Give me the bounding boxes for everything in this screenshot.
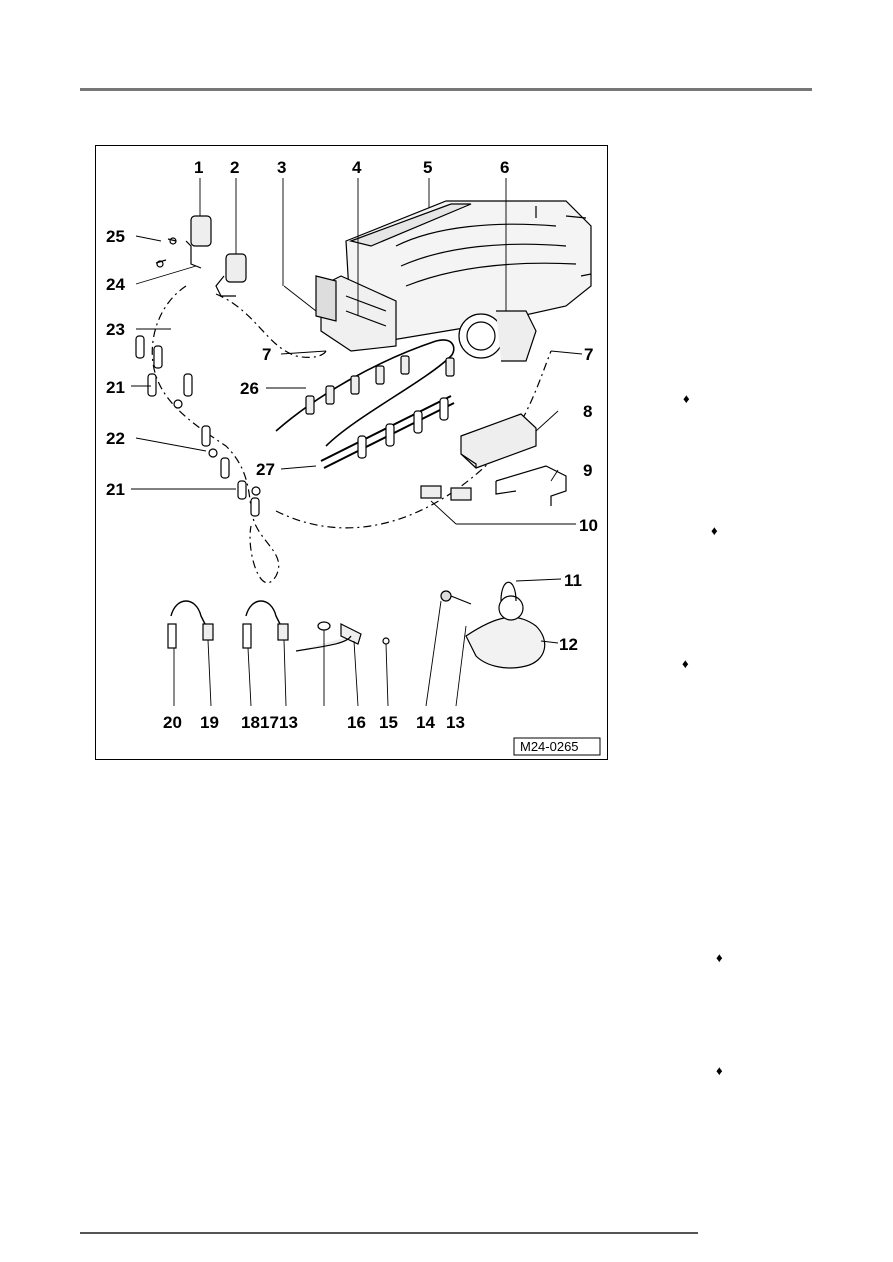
callout-13a: 13 bbox=[279, 713, 298, 732]
callout-21a: 21 bbox=[106, 378, 125, 397]
callout-22: 22 bbox=[106, 429, 125, 448]
callout-17: 17 bbox=[260, 713, 279, 732]
callout-8: 8 bbox=[583, 402, 592, 421]
callout-5: 5 bbox=[423, 158, 432, 177]
callout-25: 25 bbox=[106, 227, 125, 246]
callout-2: 2 bbox=[230, 158, 239, 177]
diagram-parts bbox=[135, 200, 592, 669]
callout-1: 1 bbox=[194, 158, 203, 177]
callout-12: 12 bbox=[559, 635, 578, 654]
callout-18: 18 bbox=[241, 713, 260, 732]
callout-21b: 21 bbox=[106, 480, 125, 499]
callout-10: 10 bbox=[579, 516, 598, 535]
reference-code-box bbox=[513, 737, 601, 756]
bullet-marker: ♦ bbox=[711, 523, 718, 538]
callout-14: 14 bbox=[416, 713, 435, 732]
callout-9: 9 bbox=[583, 461, 592, 480]
bullet-marker: ♦ bbox=[716, 1063, 723, 1078]
footer-rule bbox=[80, 1232, 698, 1234]
callout-11: 11 bbox=[564, 571, 582, 590]
callout-15: 15 bbox=[379, 713, 398, 732]
exploded-diagram: 1 2 3 4 5 6 7 7 8 9 10 11 12 13 13 14 15… bbox=[95, 145, 608, 760]
callout-7b: 7 bbox=[584, 345, 593, 364]
callout-26: 26 bbox=[240, 379, 259, 398]
callout-24: 24 bbox=[106, 275, 125, 294]
leader-lines bbox=[131, 178, 583, 707]
diagram-drawing: 1 2 3 4 5 6 7 7 8 9 10 11 12 13 13 14 15… bbox=[106, 158, 601, 756]
reference-code: M24-0265 bbox=[520, 739, 579, 754]
bullet-marker: ♦ bbox=[716, 950, 723, 965]
bullet-marker: ♦ bbox=[683, 391, 690, 406]
callout-labels: 1 2 3 4 5 6 7 7 8 9 10 11 12 13 13 14 15… bbox=[106, 158, 598, 732]
bullet-marker: ♦ bbox=[682, 656, 689, 671]
callout-27: 27 bbox=[256, 460, 275, 479]
callout-20: 20 bbox=[163, 713, 182, 732]
callout-23: 23 bbox=[106, 320, 125, 339]
callout-7a: 7 bbox=[262, 345, 271, 364]
callout-16: 16 bbox=[347, 713, 366, 732]
callout-3: 3 bbox=[277, 158, 286, 177]
callout-13b: 13 bbox=[446, 713, 465, 732]
callout-6: 6 bbox=[500, 158, 509, 177]
callout-19: 19 bbox=[200, 713, 219, 732]
callout-4: 4 bbox=[352, 158, 362, 177]
header-rule bbox=[80, 88, 812, 91]
